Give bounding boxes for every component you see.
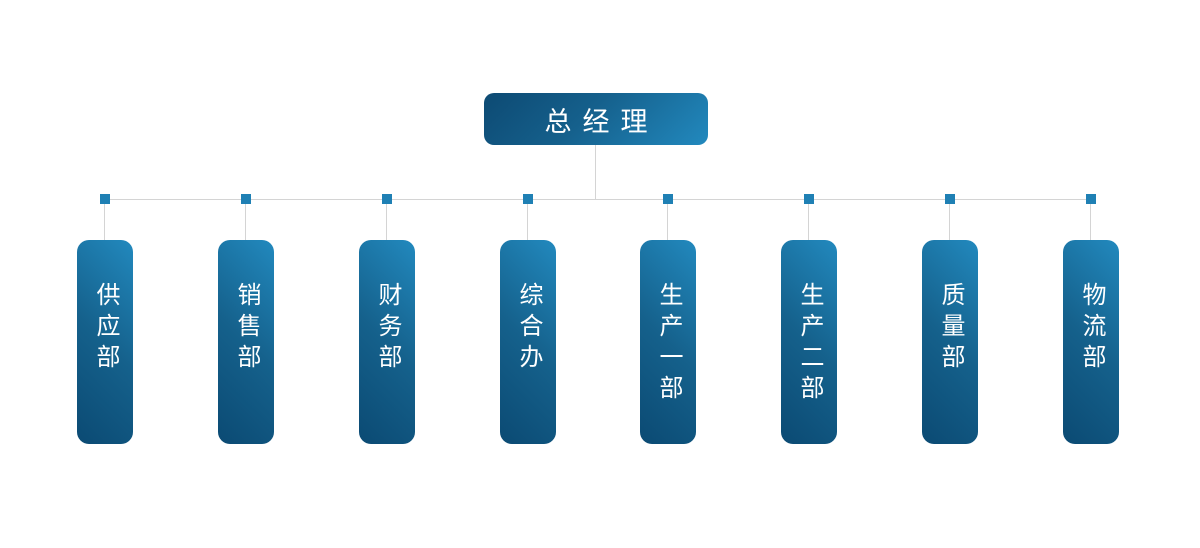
org-node: 销售部 bbox=[218, 240, 274, 444]
connector-node-stub bbox=[386, 202, 387, 240]
connector-node-stub bbox=[808, 202, 809, 240]
org-node: 财务部 bbox=[359, 240, 415, 444]
org-node-root: 总经理 bbox=[484, 93, 708, 145]
org-node-label: 销售部 bbox=[233, 282, 260, 375]
connector-node-stub bbox=[1090, 202, 1091, 240]
connector-node-stub bbox=[527, 202, 528, 240]
connector-node-square bbox=[382, 194, 392, 204]
org-node: 物流部 bbox=[1063, 240, 1119, 444]
org-node: 综合办 bbox=[500, 240, 556, 444]
org-node-label: 综合办 bbox=[515, 282, 542, 375]
org-node-label: 生产一部 bbox=[655, 282, 682, 406]
connector-node-stub bbox=[104, 202, 105, 240]
connector-horizontal-line bbox=[105, 199, 1091, 200]
org-node: 生产一部 bbox=[640, 240, 696, 444]
org-node-root-label: 总经理 bbox=[544, 106, 659, 137]
org-column: 生产一部 bbox=[640, 194, 696, 448]
org-column: 销售部 bbox=[218, 194, 274, 448]
connector-node-square bbox=[945, 194, 955, 204]
org-column: 生产二部 bbox=[781, 194, 837, 448]
org-node-label: 质量部 bbox=[937, 282, 964, 375]
org-node-label: 财务部 bbox=[374, 282, 401, 375]
connector-node-square bbox=[241, 194, 251, 204]
connector-root-stub bbox=[595, 145, 596, 199]
connector-node-stub bbox=[949, 202, 950, 240]
org-column: 质量部 bbox=[922, 194, 978, 448]
connector-node-square bbox=[523, 194, 533, 204]
org-node: 供应部 bbox=[77, 240, 133, 444]
connector-node-square bbox=[804, 194, 814, 204]
org-node-label: 供应部 bbox=[92, 282, 119, 375]
connector-node-stub bbox=[245, 202, 246, 240]
org-column: 财务部 bbox=[359, 194, 415, 448]
connector-node-square bbox=[1086, 194, 1096, 204]
org-node-label: 生产二部 bbox=[796, 282, 823, 406]
org-node: 质量部 bbox=[922, 240, 978, 444]
org-node-label: 物流部 bbox=[1078, 282, 1105, 375]
connector-node-square bbox=[100, 194, 110, 204]
org-column: 物流部 bbox=[1063, 194, 1119, 448]
org-column: 供应部 bbox=[77, 194, 133, 448]
connector-node-square bbox=[663, 194, 673, 204]
org-column: 综合办 bbox=[500, 194, 556, 448]
connector-node-stub bbox=[667, 202, 668, 240]
org-node: 生产二部 bbox=[781, 240, 837, 444]
